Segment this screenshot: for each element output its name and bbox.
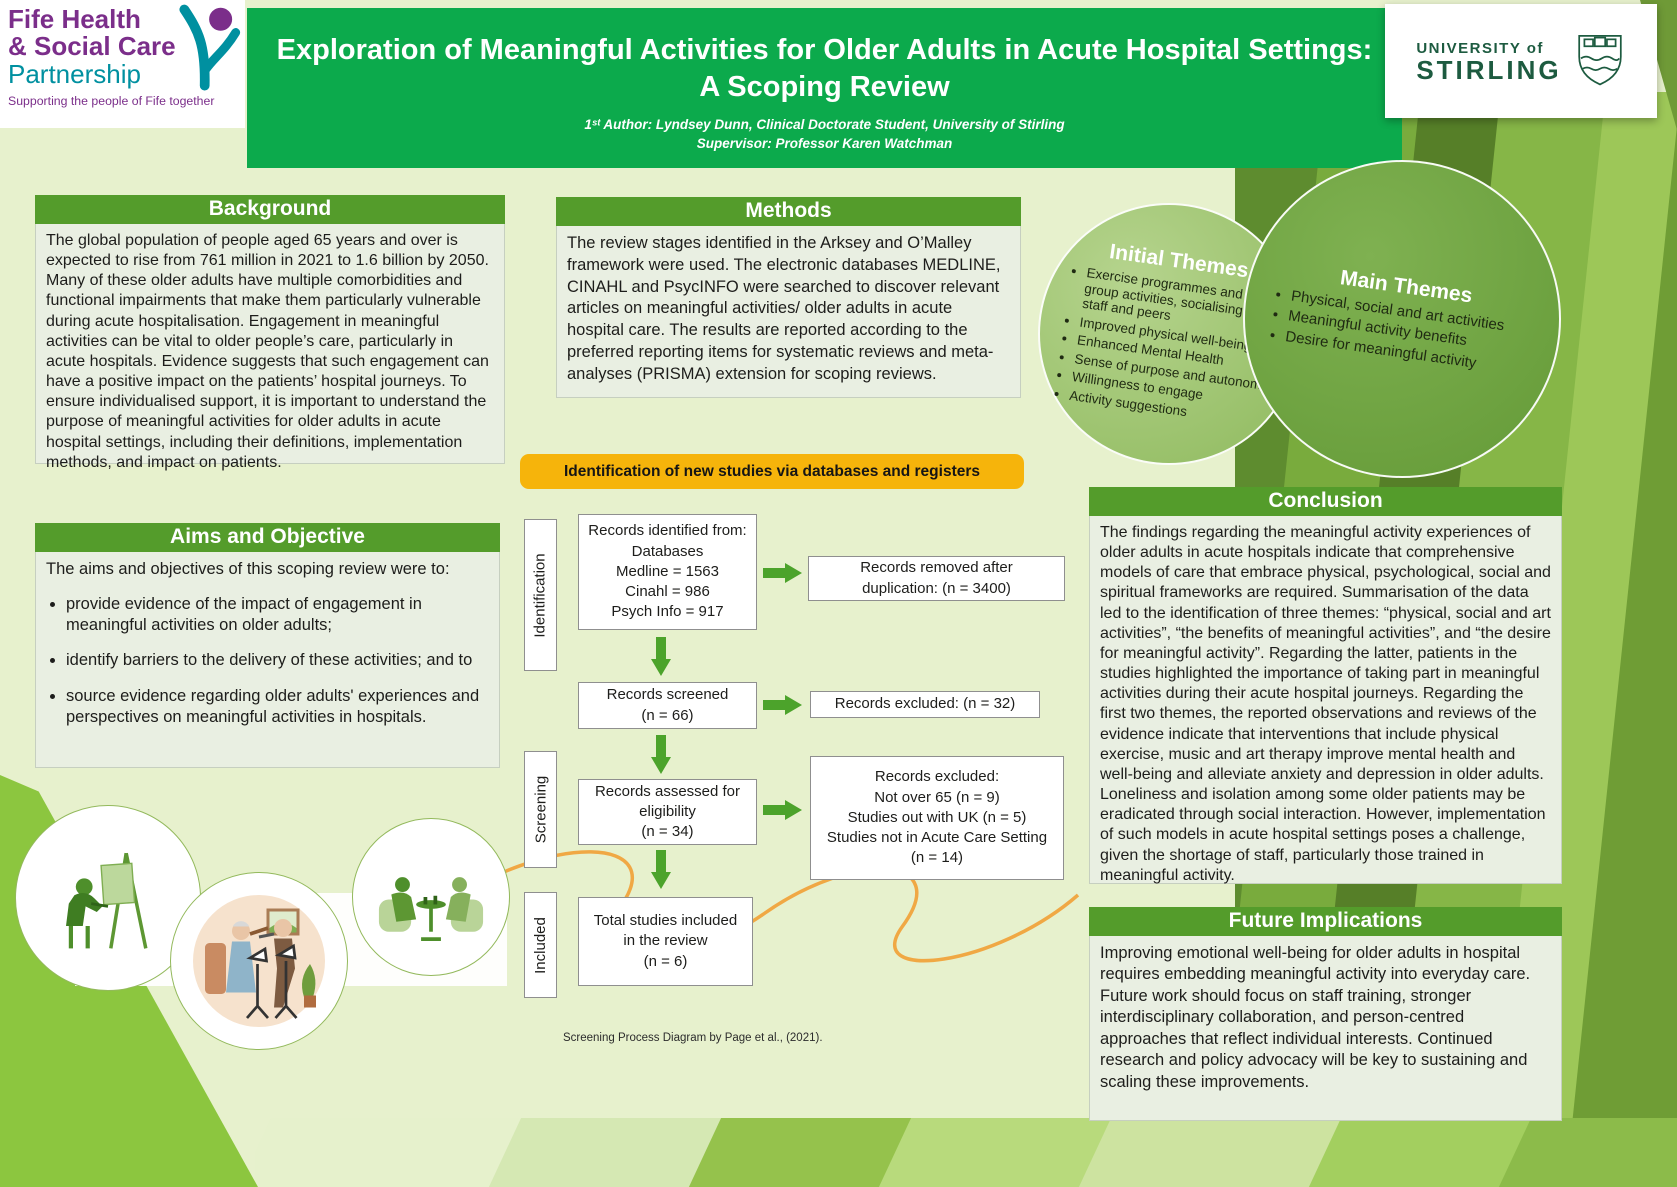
poster-title-line1: Exploration of Meaningful Activities for… <box>276 34 1373 66</box>
flowchart-banner: Identification of new studies via databa… <box>520 454 1024 489</box>
author-line: 1ˢᵗ Author: Lyndsey Dunn, Clinical Docto… <box>584 117 1065 133</box>
flow-box-excluded-details: Records excluded: Not over 65 (n = 9) St… <box>810 756 1064 880</box>
aims-section-title: Aims and Objective <box>35 523 500 552</box>
painting-illustration <box>66 852 148 949</box>
methods-section-body: The review stages identified in the Arks… <box>556 226 1021 398</box>
conclusion-section-title: Conclusion <box>1089 487 1562 516</box>
fife-logo-text-3: Partnership <box>8 59 141 90</box>
flow-box-text: Total studies included in the review (n … <box>593 912 738 970</box>
flow-arrow-down-icon <box>650 850 672 890</box>
flow-box-text: Records identified from: Databases Medli… <box>588 522 747 621</box>
illustration-music-circle <box>170 872 348 1050</box>
aims-intro: The aims and objectives of this scoping … <box>46 560 450 578</box>
aims-bullet: source evidence regarding older adults' … <box>66 686 489 728</box>
stage-label-text: Included <box>532 916 549 974</box>
aims-section: Aims and Objective The aims and objectiv… <box>35 523 500 768</box>
flow-box-records-assessed: Records assessed for eligibility (n = 34… <box>578 779 757 845</box>
aims-bullet: identify barriers to the delivery of the… <box>66 650 489 671</box>
background-section-body: The global population of people aged 65 … <box>35 224 505 471</box>
flow-box-total-included: Total studies included in the review (n … <box>578 897 753 986</box>
stage-label-text: Screening <box>532 775 550 844</box>
conclusion-section-body: The findings regarding the meaningful ac… <box>1089 516 1562 884</box>
supervisor-line: Supervisor: Professor Karen Watchman <box>696 136 953 152</box>
poster-title-line2: A Scoping Review <box>699 71 950 104</box>
stage-label-included: Included <box>524 892 557 998</box>
illustration-board-game-circle <box>352 818 510 976</box>
flow-box-text: Records excluded: (n = 32) <box>834 695 1016 713</box>
background-section-title: Background <box>35 195 505 224</box>
flow-arrow-down-icon <box>650 735 672 775</box>
methods-section: Methods The review stages identified in … <box>556 197 1021 398</box>
fife-logo-text-2: & Social Care <box>8 31 176 62</box>
flow-box-text: Records removed after duplication: (n = … <box>860 559 1013 597</box>
flow-box-records-identified: Records identified from: Databases Medli… <box>578 514 757 630</box>
stage-label-screening: Screening <box>524 751 557 868</box>
bottom-chevrons-decor <box>255 1118 1677 1187</box>
stage-label-identification: Identification <box>524 519 557 671</box>
person-figure-icon <box>179 4 241 91</box>
background-section: Background The global population of peop… <box>35 195 505 471</box>
flow-arrow-right-icon <box>763 694 803 716</box>
flow-box-text: Records screened (n = 66) <box>606 686 729 724</box>
future-implications-body: Improving emotional well-being for older… <box>1089 936 1562 1121</box>
flow-box-text: Records assessed for eligibility (n = 34… <box>594 782 741 841</box>
future-implications-title: Future Implications <box>1089 907 1562 936</box>
flow-arrow-down-icon <box>650 637 672 677</box>
aims-bullet: provide evidence of the impact of engage… <box>66 594 489 636</box>
board-game-illustration <box>378 877 484 942</box>
flow-box-records-screened: Records screened (n = 66) <box>578 682 757 729</box>
flow-box-records-excluded: Records excluded: (n = 32) <box>810 691 1040 718</box>
header-band: Exploration of Meaningful Activities for… <box>247 8 1402 168</box>
aims-bullet-list: provide evidence of the impact of engage… <box>46 594 489 728</box>
stirling-crest-icon <box>1578 35 1622 86</box>
stage-label-text: Identification <box>532 552 550 638</box>
music-illustration <box>193 895 325 1027</box>
orange-squiggle-decor <box>434 850 1080 963</box>
main-themes-circle: Main Themes Physical, social and art act… <box>1243 160 1561 478</box>
fife-logo-tagline: Supporting the people of Fife together <box>8 93 215 108</box>
conclusion-section: Conclusion The findings regarding the me… <box>1089 487 1562 884</box>
fife-logo-text-1: Fife Health <box>8 4 141 34</box>
stirling-logo-text-1: UNIVERSITY of <box>1416 39 1544 57</box>
flow-box-text: Records excluded: Not over 65 (n = 9) St… <box>826 768 1048 867</box>
flow-box-records-removed: Records removed after duplication: (n = … <box>808 556 1065 601</box>
future-implications-section: Future Implications Improving emotional … <box>1089 907 1562 1121</box>
stirling-logo-text-2: STIRLING <box>1416 54 1562 85</box>
fife-logo-card: Fife Health & Social Care Partnership Su… <box>0 0 245 128</box>
flowchart-caption: Screening Process Diagram by Page et al.… <box>563 1032 823 1044</box>
stirling-logo-card: UNIVERSITY of STIRLING <box>1385 4 1657 118</box>
flow-arrow-right-icon <box>763 562 803 584</box>
flow-arrow-right-icon <box>763 799 803 821</box>
methods-section-title: Methods <box>556 197 1021 226</box>
